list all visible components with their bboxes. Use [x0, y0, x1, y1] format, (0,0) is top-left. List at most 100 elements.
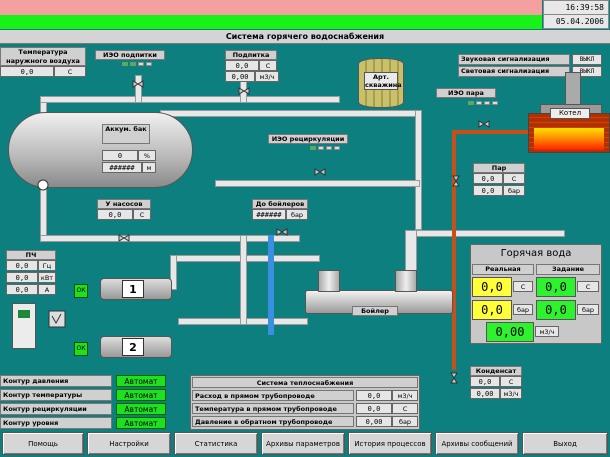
fire-icon	[534, 128, 604, 150]
heat-temp-label: Температура в прямом трубопроводе	[192, 403, 354, 414]
steam-label: Пар	[473, 163, 525, 173]
pump2-label: 2	[122, 338, 144, 356]
vfd-freq-unit: Гц	[38, 260, 56, 271]
hot-water-title: Горячая вода	[500, 248, 572, 259]
hot-water-setpoint-label: Задание	[536, 264, 600, 275]
process-history-button[interactable]: История процессов	[348, 432, 432, 455]
parameter-archives-button[interactable]: Архивы параметров	[261, 432, 345, 455]
hot-water-pressure-unit: бар	[513, 304, 533, 315]
pump1-ok-button[interactable]: ОК	[74, 284, 88, 298]
hot-water-temp-setpoint[interactable]: 0,0	[536, 277, 576, 297]
iev-recirc-label: ИЭО рециркуляции	[268, 134, 348, 144]
heat-temp-unit: C	[392, 403, 418, 414]
outdoor-temp-value: 0,0	[0, 66, 54, 77]
condensate-temp-unit: C	[500, 376, 522, 387]
heat-flow-value: 0,0	[356, 390, 392, 401]
iev-steam-label: ИЭО пара	[436, 88, 496, 98]
pump-inlet-value: 0,0	[97, 209, 133, 220]
pipe	[405, 230, 565, 237]
pump2-ok-button[interactable]: ОК	[74, 342, 88, 356]
page-title: Система горячего водоснабжения	[0, 30, 610, 44]
sound-alarm-label: Звуковая сигнализация	[458, 54, 570, 65]
hot-water-pressure-setpoint-unit: бар	[577, 304, 599, 315]
pump-inlet-valve-icon[interactable]	[118, 232, 130, 244]
hot-water-temp-setpoint-unit: C	[577, 281, 599, 292]
boiler-label: Бойлер	[352, 306, 398, 316]
boiler-inlet	[318, 270, 340, 292]
light-alarm-value[interactable]: ВЫКЛ	[572, 66, 602, 77]
pipe	[415, 110, 422, 230]
message-archives-button[interactable]: Архивы сообщений	[435, 432, 519, 455]
loop-pressure-label: Контур давления	[0, 375, 112, 387]
feed-temp-value: 0,0	[225, 60, 259, 71]
loop-recirc-label: Контур рециркуляции	[0, 403, 112, 415]
condensate-label: Конденсат	[470, 366, 522, 376]
settings-toggle-icon[interactable]	[48, 310, 66, 328]
chimney	[565, 72, 581, 106]
steam-temp-value: 0,0	[473, 173, 503, 184]
feed-valve-icon[interactable]	[132, 78, 144, 90]
clock-time: 16:39:58	[544, 1, 608, 15]
feed-flow-unit: м3/ч	[255, 71, 279, 82]
outdoor-temp-label: Температура наружного воздуха	[0, 47, 86, 66]
accumulator-level-unit: %	[138, 150, 156, 161]
accumulator-height-value: ######	[102, 162, 142, 173]
statistics-button[interactable]: Статистика	[174, 432, 258, 455]
accumulator-height-unit: м	[142, 162, 156, 173]
feed-temp-unit: C	[259, 60, 277, 71]
exit-button[interactable]: Выход	[522, 432, 608, 455]
vfd-power-unit: кВт	[38, 272, 56, 283]
accumulator-tank	[8, 112, 193, 188]
hot-water-real-label: Реальная	[472, 264, 534, 275]
vfd-freq-value: 0,0	[6, 260, 38, 271]
before-boilers-value: ######	[252, 209, 286, 220]
pipe	[160, 110, 420, 117]
hot-water-pressure-real: 0,0	[472, 300, 512, 320]
iev-recirc-indicator	[310, 146, 340, 150]
condensate-temp-value: 0,0	[470, 376, 500, 387]
settings-button[interactable]: Настройки	[87, 432, 171, 455]
heat-flow-unit: м3/ч	[392, 390, 418, 401]
boiler-house-label: Котел	[550, 108, 590, 119]
hot-water-temp-real: 0,0	[472, 277, 512, 297]
before-boilers-valve-icon[interactable]	[276, 226, 288, 238]
vfd-label: ПЧ	[6, 250, 56, 260]
iev-feed-label: ИЭО подпитки	[95, 50, 165, 60]
feed-line-valve-icon[interactable]	[238, 85, 250, 97]
vfd-screen	[18, 310, 30, 318]
heat-pressure-unit: бар	[392, 416, 418, 427]
condensate-flow-unit: м3/ч	[500, 388, 522, 399]
iev-steam-indicator	[468, 101, 498, 105]
before-boilers-unit: бар	[286, 209, 308, 220]
recirc-valve-icon[interactable]	[314, 166, 326, 178]
pipe	[40, 185, 47, 240]
loop-pressure-mode[interactable]: Автомат	[116, 375, 166, 387]
heat-supply-title: Система теплоснабжения	[192, 377, 418, 388]
help-button[interactable]: Помощь	[2, 432, 84, 455]
loop-level-mode[interactable]: Автомат	[116, 417, 166, 429]
heat-temp-value: 0,0	[356, 403, 392, 414]
hot-water-pressure-setpoint[interactable]: 0,0	[536, 300, 576, 320]
steam-pressure-unit: бар	[503, 185, 525, 196]
alarm-bar	[0, 0, 542, 15]
vfd-device-icon[interactable]	[12, 303, 36, 349]
loop-temperature-mode[interactable]: Автомат	[116, 389, 166, 401]
loop-recirc-mode[interactable]: Автомат	[116, 403, 166, 415]
steam-line-valve-icon[interactable]	[450, 175, 462, 187]
vfd-current-value: 0,0	[6, 284, 38, 295]
pump-inlet-label: У насосов	[97, 199, 151, 209]
loop-temperature-label: Контур температуры	[0, 389, 112, 401]
condensate-valve-icon[interactable]	[448, 372, 460, 384]
steam-pipe	[452, 130, 532, 134]
heat-pressure-value: 0,00	[356, 416, 392, 427]
steam-valve-icon[interactable]	[478, 118, 490, 130]
before-boilers-label: До бойлеров	[252, 199, 308, 209]
vfd-current-unit: А	[38, 284, 56, 295]
heat-pressure-label: Давление в обратном трубопроводе	[192, 416, 354, 427]
accumulator-level-value: 0	[102, 150, 138, 161]
sound-alarm-value[interactable]: ВЫКЛ	[572, 54, 602, 65]
light-alarm-label: Световая сигнализация	[458, 66, 570, 77]
accumulator-label: Аккум. бак	[102, 124, 150, 144]
pipe	[170, 255, 177, 290]
hot-water-flow-value: 0,00	[486, 322, 534, 342]
